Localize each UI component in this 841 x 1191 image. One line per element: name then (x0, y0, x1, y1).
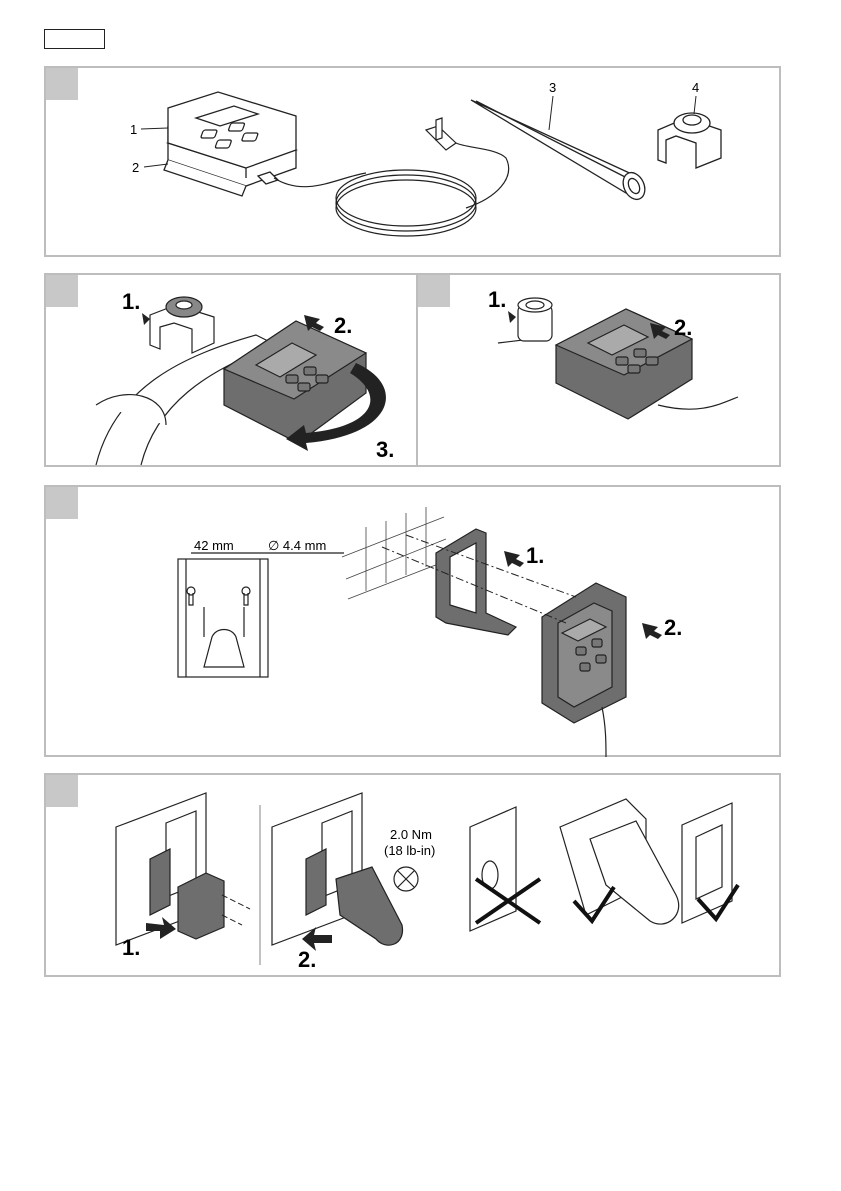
no-icon (394, 867, 418, 891)
callout-3: 3 (549, 80, 556, 95)
control-unit-dark (556, 309, 738, 419)
wall-bracket (436, 529, 516, 635)
contents-illustration: 1 2 3 4 (46, 68, 783, 259)
step-1-label: 1. (122, 935, 140, 960)
callout-2: 2 (132, 160, 139, 175)
figure-ring-mount-panel: 1. 2. (416, 273, 781, 467)
step-2-label: 2. (298, 947, 316, 972)
pipe-mount-illustration: 1. 2. 3. (46, 275, 420, 469)
step-1-label: 1. (122, 289, 140, 314)
figure-contents-panel: 1 2 3 4 (44, 66, 781, 257)
language-box (44, 29, 105, 49)
holder-clip (658, 113, 721, 168)
step-1-label: 1. (488, 287, 506, 312)
figure-pipe-mount-panel: 1. 2. 3. (44, 273, 418, 467)
wall-mount-illustration: 42 mm ∅ 4.4 mm 1. (46, 487, 783, 759)
figure-wall-mount-panel: 42 mm ∅ 4.4 mm 1. (44, 485, 781, 757)
ring-mount-illustration: 1. 2. (418, 275, 783, 469)
step-2-label: 2. (334, 313, 352, 338)
wall-bracket-drawing (178, 553, 344, 677)
connection-illustration: 2.0 Nm (18 lb-in) 1. 2. (46, 775, 783, 979)
figure-connection-panel: 2.0 Nm (18 lb-in) 1. 2. (44, 773, 781, 977)
dimension-hole-diameter: ∅ 4.4 mm (268, 538, 326, 553)
torque-value: 2.0 Nm (390, 827, 432, 842)
step-3-label: 3. (376, 437, 394, 462)
ground-spike (471, 100, 649, 203)
torque-imperial: (18 lb-in) (384, 843, 435, 858)
callout-4: 4 (692, 80, 699, 95)
step-2-label: 2. (674, 315, 692, 340)
control-unit (164, 92, 296, 196)
control-unit-dark (542, 583, 626, 757)
step-2-label: 2. (664, 615, 682, 640)
callout-1: 1 (130, 122, 137, 137)
step-1-label: 1. (526, 543, 544, 568)
sensor-cable (274, 118, 509, 236)
dimension-spacing: 42 mm (194, 538, 234, 553)
